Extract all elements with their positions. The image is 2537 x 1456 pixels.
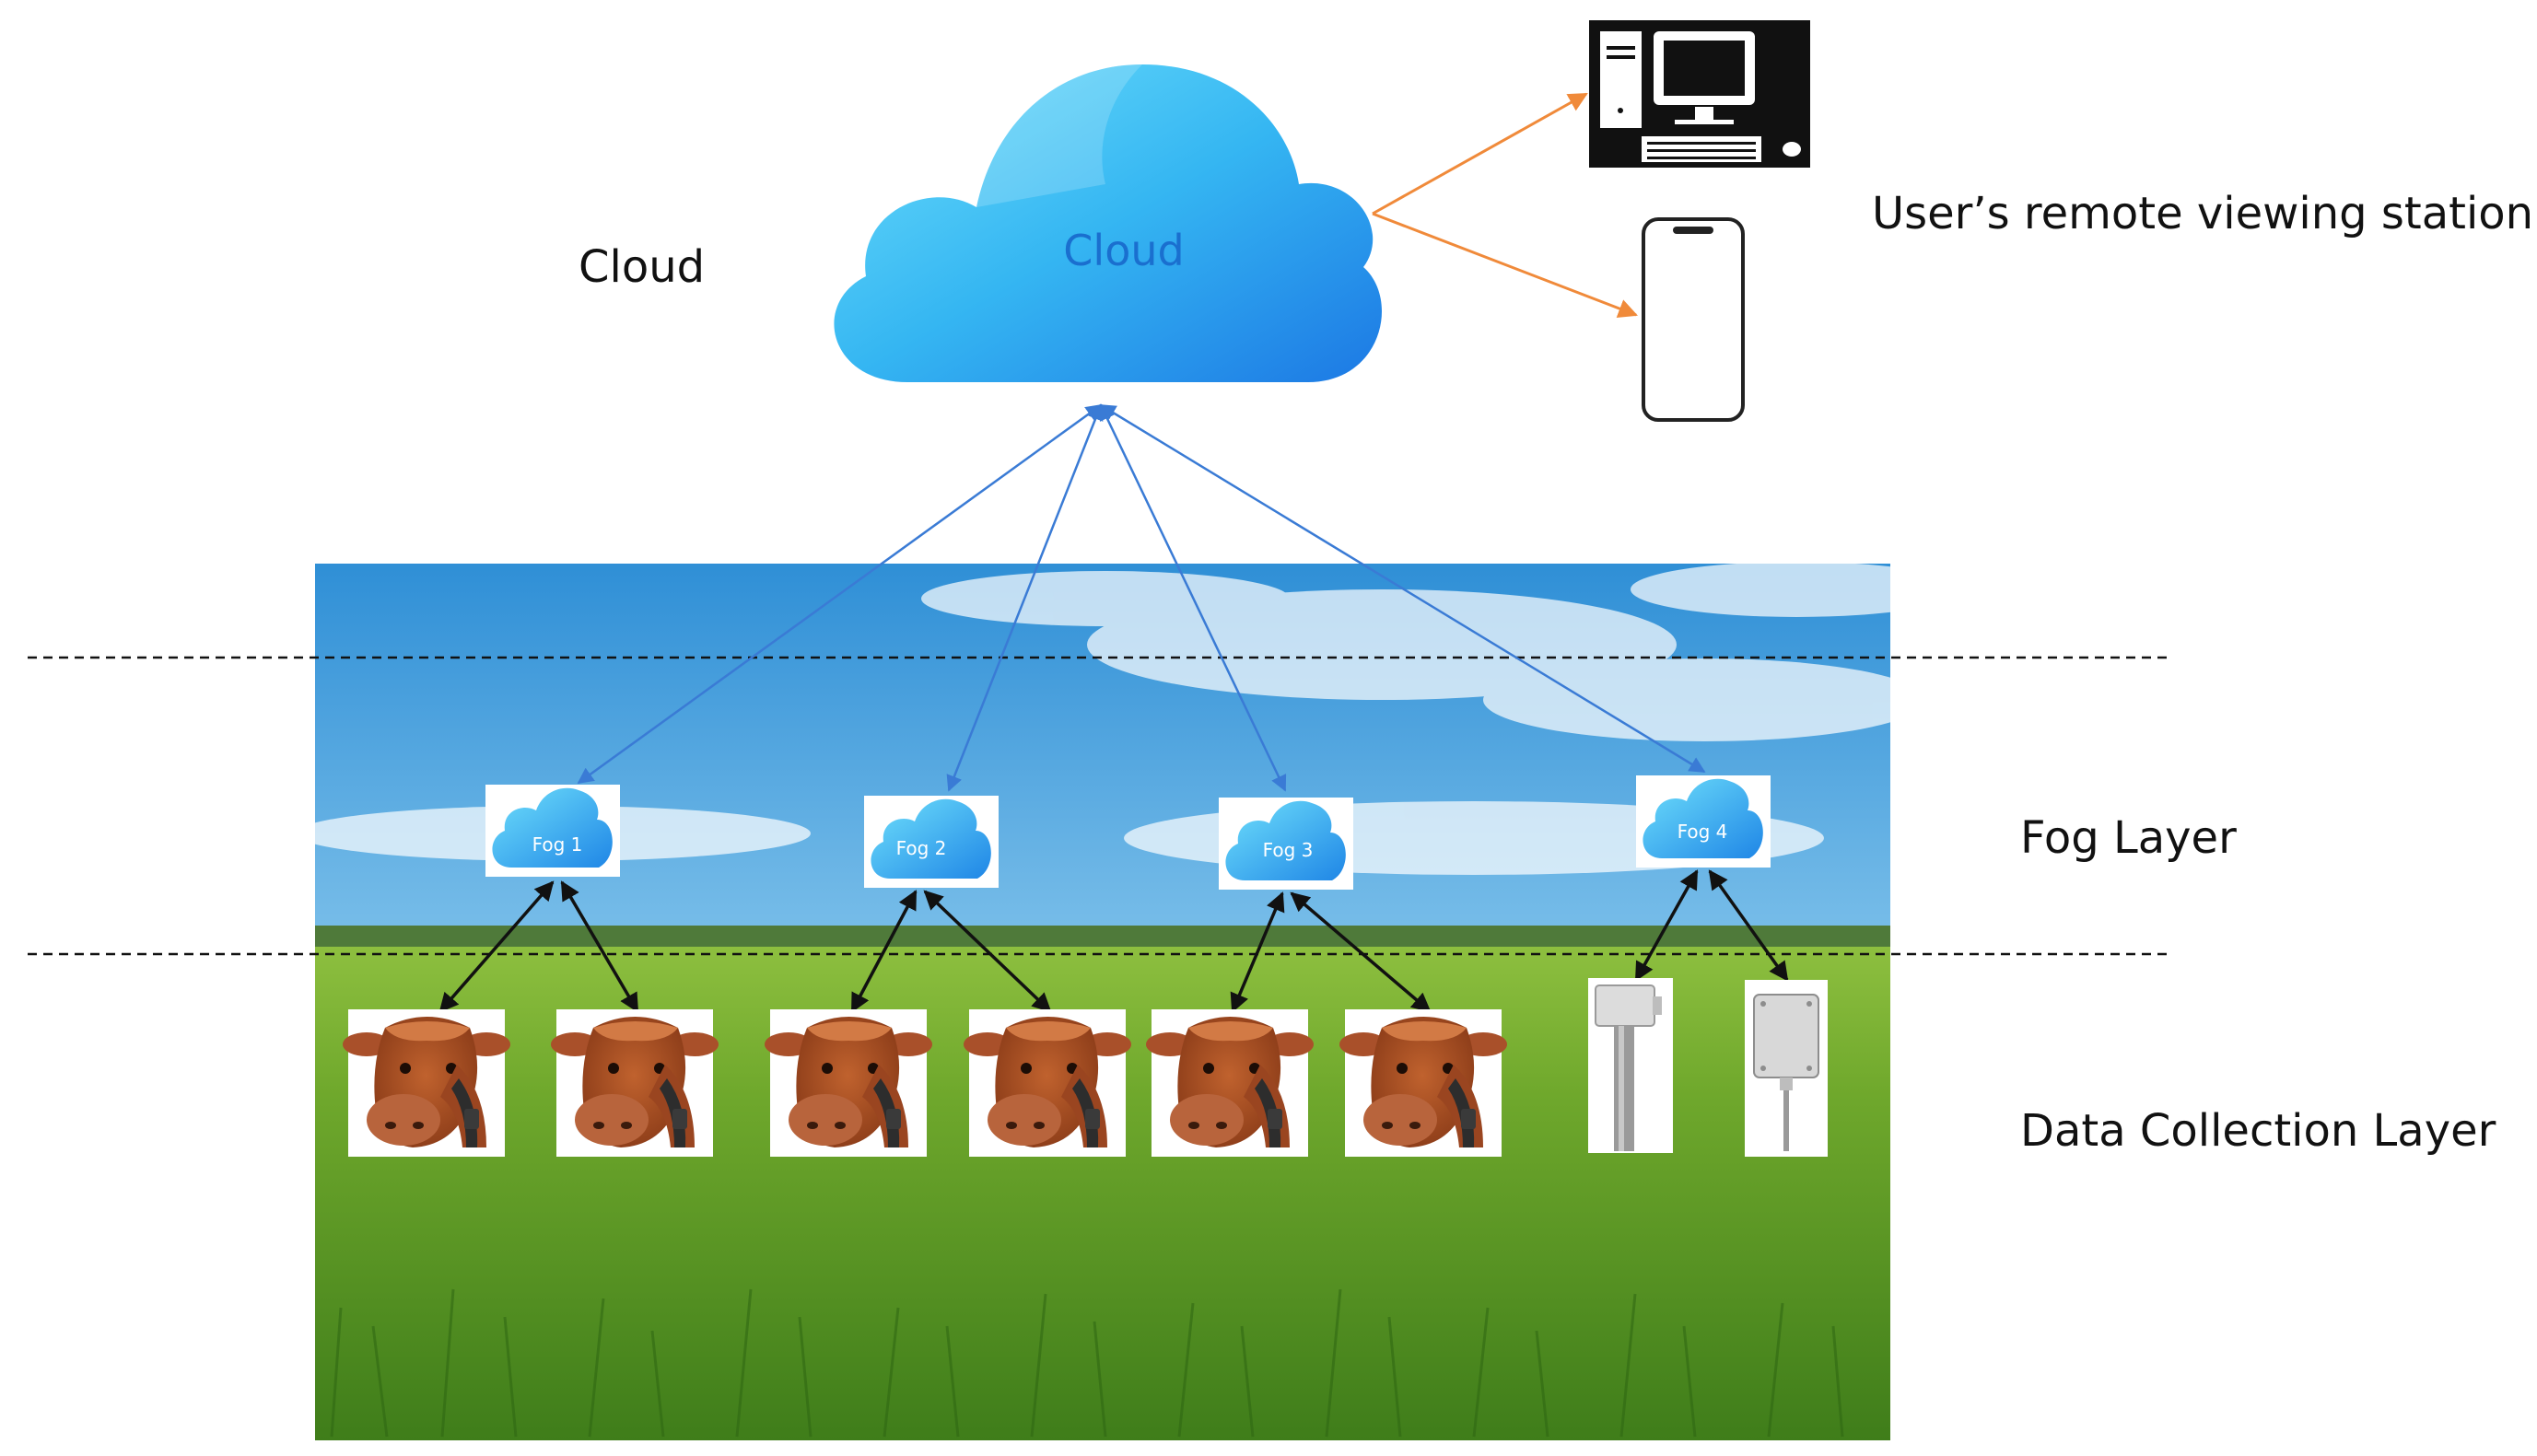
fog-node-4: Fog 4	[1636, 775, 1771, 868]
cow-collar-sensor	[343, 1009, 510, 1157]
fog1-to-device-link	[560, 880, 639, 1013]
main-cloud-label: Cloud	[1063, 226, 1184, 275]
cloud-to-fog4-link	[1099, 403, 1706, 774]
fog-cloud-icon	[871, 798, 991, 879]
smartphone-icon	[1642, 217, 1745, 422]
cow-collar-sensor	[551, 1009, 719, 1157]
fog-node-label: Fog 2	[896, 837, 947, 859]
pasture-background	[295, 562, 1962, 1440]
fog3-to-device-link	[1230, 891, 1285, 1013]
cow-collar-sensor	[964, 1009, 1131, 1157]
desktop-computer-icon	[1589, 20, 1810, 168]
fog-node-2: Fog 2	[864, 796, 999, 888]
fog2-to-device-link	[850, 890, 918, 1013]
fog-cloud-icon	[1643, 778, 1763, 858]
fog-layer-label: Fog Layer	[2020, 812, 2237, 864]
user-station-label: User’s remote viewing station	[1872, 188, 2534, 239]
fog2-to-device-link	[923, 890, 1052, 1013]
fog-cloud-icon	[492, 787, 613, 868]
fog-node-label: Fog 1	[532, 833, 583, 856]
fog3-to-device-link	[1290, 891, 1432, 1013]
fog-node-label: Fog 4	[1678, 821, 1728, 843]
fog4-to-device-link	[1708, 869, 1789, 982]
fog4-to-device-link	[1634, 869, 1699, 982]
cloud-to-phone-link	[1372, 212, 1638, 319]
box-sensor-icon	[1745, 980, 1828, 1157]
fog-node-label: Fog 3	[1263, 839, 1314, 861]
stake-sensor-icon	[1588, 978, 1673, 1153]
cloud-to-desktop-link	[1372, 92, 1588, 215]
data-collection-layer-label: Data Collection Layer	[2020, 1105, 2496, 1157]
cow-collar-sensor	[1146, 1009, 1314, 1157]
cow-collar-sensor	[765, 1009, 932, 1157]
fog-node-3: Fog 3	[1219, 798, 1353, 890]
cow-collar-sensor	[1339, 1009, 1507, 1157]
cloud-layer-label: Cloud	[579, 241, 706, 293]
fog1-to-device-link	[438, 880, 555, 1013]
main-cloud-icon	[834, 64, 1382, 382]
cloud-to-fog2-link	[946, 403, 1104, 792]
fog-cloud-icon	[1225, 800, 1346, 880]
fog-node-1: Fog 1	[485, 785, 620, 877]
